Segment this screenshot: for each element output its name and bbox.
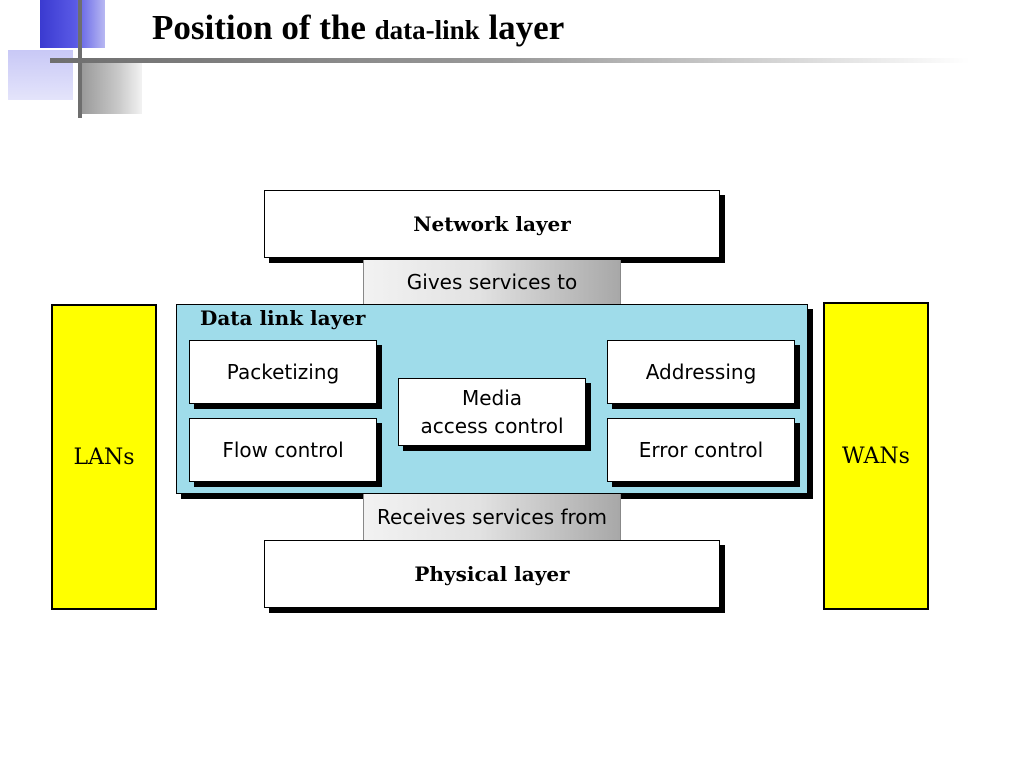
wans-box: WANs	[823, 302, 929, 610]
error-control-box: Error control	[607, 418, 795, 482]
addressing-box: Addressing	[607, 340, 795, 404]
error-control-label: Error control	[638, 438, 764, 462]
media-access-label: Media access control	[420, 384, 563, 440]
wans-label: WANs	[842, 443, 910, 469]
flow-control-box: Flow control	[189, 418, 377, 482]
media-access-label-line-2: access control	[420, 414, 564, 438]
network-layer-box: Network layer	[264, 190, 720, 258]
lans-label: LANs	[73, 444, 135, 470]
packetizing-label: Packetizing	[226, 360, 340, 384]
title-underline	[50, 58, 970, 63]
gives-services-connector: Gives services to	[363, 260, 621, 304]
title-decoration-gray-square	[82, 62, 142, 114]
receives-services-connector: Receives services from	[363, 494, 621, 540]
slide-title: Position of the data-link layer	[152, 6, 564, 52]
receives-services-label: Receives services from	[376, 505, 608, 529]
lans-box: LANs	[51, 304, 157, 610]
network-layer-label: Network layer	[413, 212, 571, 236]
physical-layer-label: Physical layer	[414, 562, 570, 586]
title-decoration-blue-square	[40, 0, 105, 48]
gives-services-label: Gives services to	[406, 270, 578, 294]
packetizing-box: Packetizing	[189, 340, 377, 404]
media-access-label-line-1: Media	[461, 386, 523, 410]
title-part-2: data-link	[374, 15, 480, 45]
title-part-1: Position of the	[152, 8, 366, 47]
data-link-layer-label: Data link layer	[200, 306, 366, 330]
media-access-control-box: Media access control	[398, 378, 586, 446]
title-part-3: layer	[488, 8, 565, 47]
physical-layer-box: Physical layer	[264, 540, 720, 608]
addressing-label: Addressing	[645, 360, 757, 384]
flow-control-label: Flow control	[222, 438, 344, 462]
